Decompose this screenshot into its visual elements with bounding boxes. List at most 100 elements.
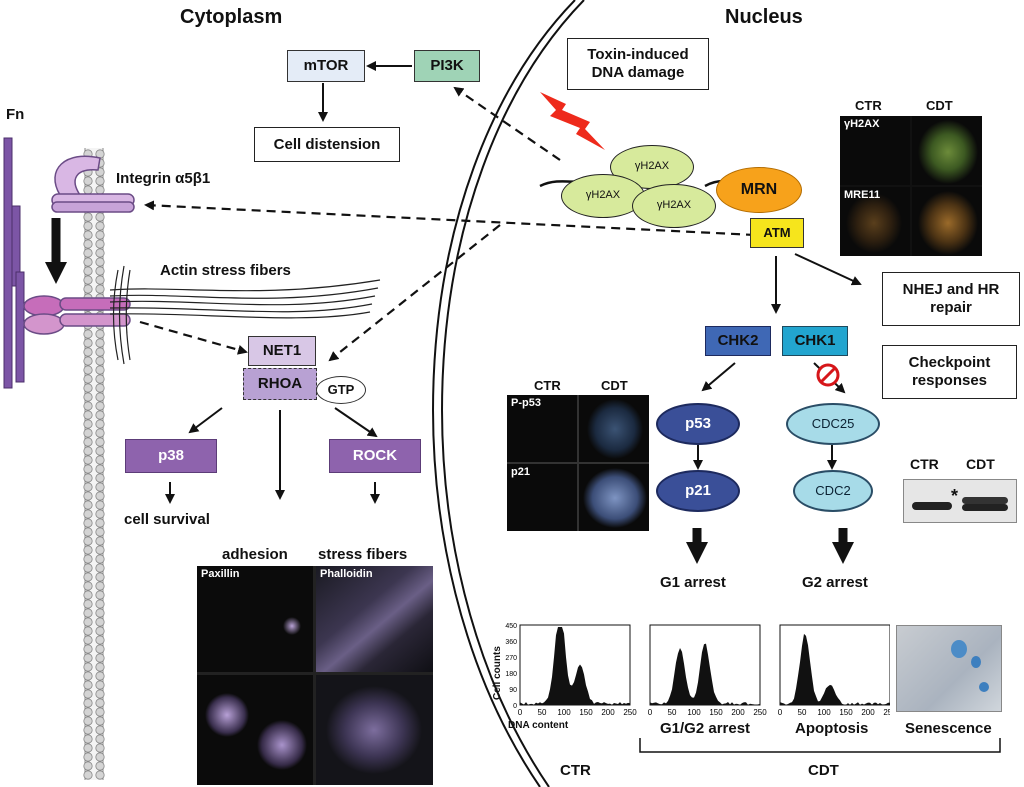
membrane-bead [96, 267, 104, 275]
membrane-bead [96, 771, 104, 779]
hist-caption-2: Apoptosis [795, 720, 868, 737]
mtor-box: mTOR [287, 50, 365, 82]
pi3k-box: PI3K [414, 50, 480, 82]
histogram-ytick: 360 [505, 639, 517, 646]
chk2-box: CHK2 [705, 326, 771, 356]
membrane-bead [96, 186, 104, 194]
membrane-bead [84, 663, 92, 671]
checkpoint-responses-box: Checkpoint responses [882, 345, 1017, 399]
membrane-bead [96, 510, 104, 518]
membrane-bead [96, 375, 104, 383]
histogram-xtick: 0 [778, 708, 783, 717]
membrane-bead [96, 546, 104, 554]
membrane-bead [84, 492, 92, 500]
fibronectin-bars [4, 138, 24, 388]
membrane-bead [84, 744, 92, 752]
toxin-line2: DNA damage [592, 64, 685, 82]
membrane-bead [84, 726, 92, 734]
nucleus-header: Nucleus [725, 6, 803, 29]
membrane-bead [84, 483, 92, 491]
membrane-bead [84, 393, 92, 401]
histogram-ytick: 180 [505, 671, 517, 678]
histogram-panels: 0501001502002500901802703604500501001502… [490, 620, 890, 730]
toxin-line1: Toxin-induced [587, 46, 688, 64]
membrane-bead [84, 258, 92, 266]
p53-p21-micrographs: P-p53 p21 [507, 395, 649, 531]
membrane-bead [84, 249, 92, 257]
actin-fibers [110, 266, 380, 364]
membrane-bead [84, 285, 92, 293]
membrane-bead [96, 582, 104, 590]
membrane-bead [84, 519, 92, 527]
gh2ax-ctr-image: γH2AX [840, 116, 910, 185]
membrane-bead [96, 429, 104, 437]
paxillin-cdt-image [197, 675, 313, 785]
membrane-bead [84, 411, 92, 419]
membrane-bead [84, 555, 92, 563]
atm-box: ATM [750, 218, 804, 248]
membrane-bead [84, 546, 92, 554]
rock-box: ROCK [329, 439, 421, 473]
histogram-xtick: 50 [538, 708, 547, 717]
membrane-bead [84, 330, 92, 338]
membrane-bead [84, 438, 92, 446]
membrane-bead [84, 186, 92, 194]
membrane-bead [84, 366, 92, 374]
membrane-bead [96, 735, 104, 743]
blot-cdt-label: CDT [966, 456, 995, 472]
membrane-bead [96, 249, 104, 257]
lightning-icon [540, 92, 605, 150]
membrane-bead [96, 663, 104, 671]
histogram-ytick: 0 [513, 703, 517, 710]
membrane-bead [84, 429, 92, 437]
membrane-bead [96, 177, 104, 185]
membrane-bead [84, 636, 92, 644]
membrane-bead [84, 699, 92, 707]
actin-fibers-label: Actin stress fibers [160, 262, 291, 279]
membrane-bead [84, 213, 92, 221]
membrane-bead [84, 573, 92, 581]
western-blot-image: * [903, 479, 1017, 523]
chk1-box: CHK1 [782, 326, 848, 356]
histogram-xtick: 0 [648, 708, 653, 717]
mid-ctr-label: CTR [534, 378, 561, 393]
histogram-xtick: 50 [798, 708, 807, 717]
histogram-xtick: 250 [753, 708, 767, 717]
p21-ctr-image: p21 [507, 464, 577, 531]
membrane-bead [84, 402, 92, 410]
membrane-bead [96, 483, 104, 491]
gh2ax-label: γH2AX [844, 118, 879, 130]
membrane-bead [96, 384, 104, 392]
membrane-bead [96, 402, 104, 410]
membrane-bead [96, 690, 104, 698]
membrane-bead [96, 231, 104, 239]
top-cdt-label: CDT [926, 98, 953, 113]
p21-cdt-image [579, 464, 649, 531]
p21-ellipse: p21 [656, 470, 740, 512]
membrane-bead [96, 357, 104, 365]
top-ctr-label: CTR [855, 98, 882, 113]
membrane-bead [96, 555, 104, 563]
nhej-line1: NHEJ and HR [903, 281, 1000, 299]
membrane-bead [84, 231, 92, 239]
membrane-bead [96, 276, 104, 284]
membrane-bead [84, 582, 92, 590]
integrin-label: Integrin α5β1 [116, 170, 210, 187]
membrane-bead [96, 330, 104, 338]
membrane-bead [96, 744, 104, 752]
histogram-xtick: 150 [709, 708, 723, 717]
membrane-bead [84, 753, 92, 761]
membrane-bead [96, 339, 104, 347]
membrane-bead [84, 384, 92, 392]
membrane-bead [96, 717, 104, 725]
membrane-bead [84, 348, 92, 356]
h2ax-nucleosome-right: γH2AX [632, 184, 716, 228]
p53-ellipse: p53 [656, 403, 740, 445]
ctr-bottom-label: CTR [560, 762, 591, 779]
senescence-blue-cell-2 [971, 656, 981, 668]
histogram-xtick: 200 [601, 708, 615, 717]
membrane-bead [84, 240, 92, 248]
membrane-bead [96, 465, 104, 473]
membrane-bead [84, 564, 92, 572]
membrane-bead [84, 375, 92, 383]
